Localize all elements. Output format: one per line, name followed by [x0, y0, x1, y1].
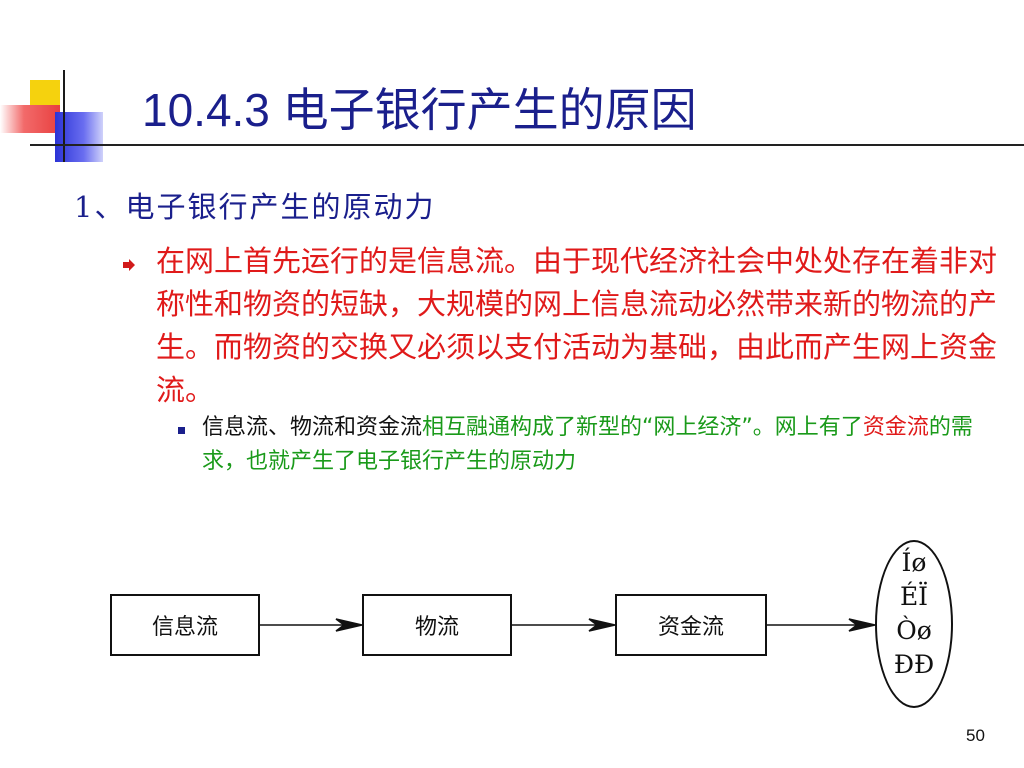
section-heading: 1、电子银行产生的原动力 [74, 190, 436, 224]
page-number: 50 [966, 726, 985, 745]
ellipse-line-2: ÉÏ [899, 582, 929, 611]
sub-bullet-part-green: 相互融通构成了新型的“网上经济”。网上有了 [422, 415, 863, 440]
title-underline-rule [30, 144, 1024, 146]
arrow-head-3 [848, 618, 876, 632]
diagram-ellipse [875, 540, 953, 708]
sub-bullet-part-black: 信息流、物流和资金流 [202, 415, 423, 440]
main-bullet-text: 在网上首先运行的是信息流。由于现代经济社会中处处存在着非对称性和物资的短缺，大规… [156, 244, 998, 407]
bullet-arrow-icon [123, 259, 135, 271]
diagram-box-capital-flow: 资金流 [615, 594, 767, 656]
diagram-box-logistics: 物流 [362, 594, 512, 656]
diagram-ellipse-text: Íø ÉÏ Òø ÐÐ [875, 546, 953, 682]
slide-title: 10.4.3 电子银行产生的原因 [142, 84, 697, 136]
ellipse-line-4: ÐÐ [893, 650, 935, 679]
sub-bullet-text: 信息流、物流和资金流相互融通构成了新型的“网上经济”。网上有了资金流的需求，也就… [202, 411, 1014, 479]
arrow-head-2 [588, 618, 616, 632]
sub-bullet-square-icon [178, 427, 185, 434]
sub-bullet-part-green-end: 的需求，也就产生了电子银行产生的原动力 [202, 415, 973, 474]
arrow-head-1 [335, 618, 363, 632]
sub-bullet-part-red: 资金流 [862, 415, 929, 440]
title-decoration-red-stroke [0, 105, 60, 133]
title-decoration-vertical-line [63, 70, 65, 162]
ellipse-line-1: Íø [901, 548, 927, 577]
ellipse-line-3: Òø [896, 616, 932, 645]
diagram-box-info-flow: 信息流 [110, 594, 260, 656]
